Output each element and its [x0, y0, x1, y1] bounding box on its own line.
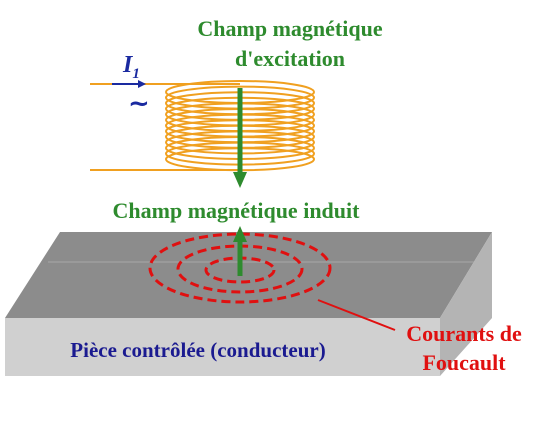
plate-front-face — [5, 318, 440, 376]
current-subscript: 1 — [132, 66, 140, 82]
current-symbol: I1 — [122, 52, 140, 82]
current-arrow — [112, 80, 146, 88]
excitation-coil — [90, 80, 315, 172]
plate-side-face — [440, 232, 492, 376]
excitation-label-line1: Champ magnétique — [197, 16, 382, 41]
current-symbol-letter: I — [122, 52, 134, 78]
excitation-field-arrow — [233, 88, 247, 188]
induced-field-arrow — [233, 226, 247, 276]
eddy-pointer-line — [317, 299, 396, 331]
excitation-label-line2: d'excitation — [235, 46, 345, 71]
ac-symbol: ~ — [128, 89, 150, 119]
plate-top-face — [5, 232, 492, 318]
test-piece — [5, 232, 492, 376]
eddy-current-label-line2: Foucault — [422, 350, 506, 375]
eddy-loop-outer — [148, 232, 332, 304]
test-piece-label: Pièce contrôlée (conducteur) — [70, 338, 325, 362]
eddy-current-label-line1: Courants de — [406, 321, 522, 346]
induced-field-label: Champ magnétique induit — [113, 198, 361, 223]
